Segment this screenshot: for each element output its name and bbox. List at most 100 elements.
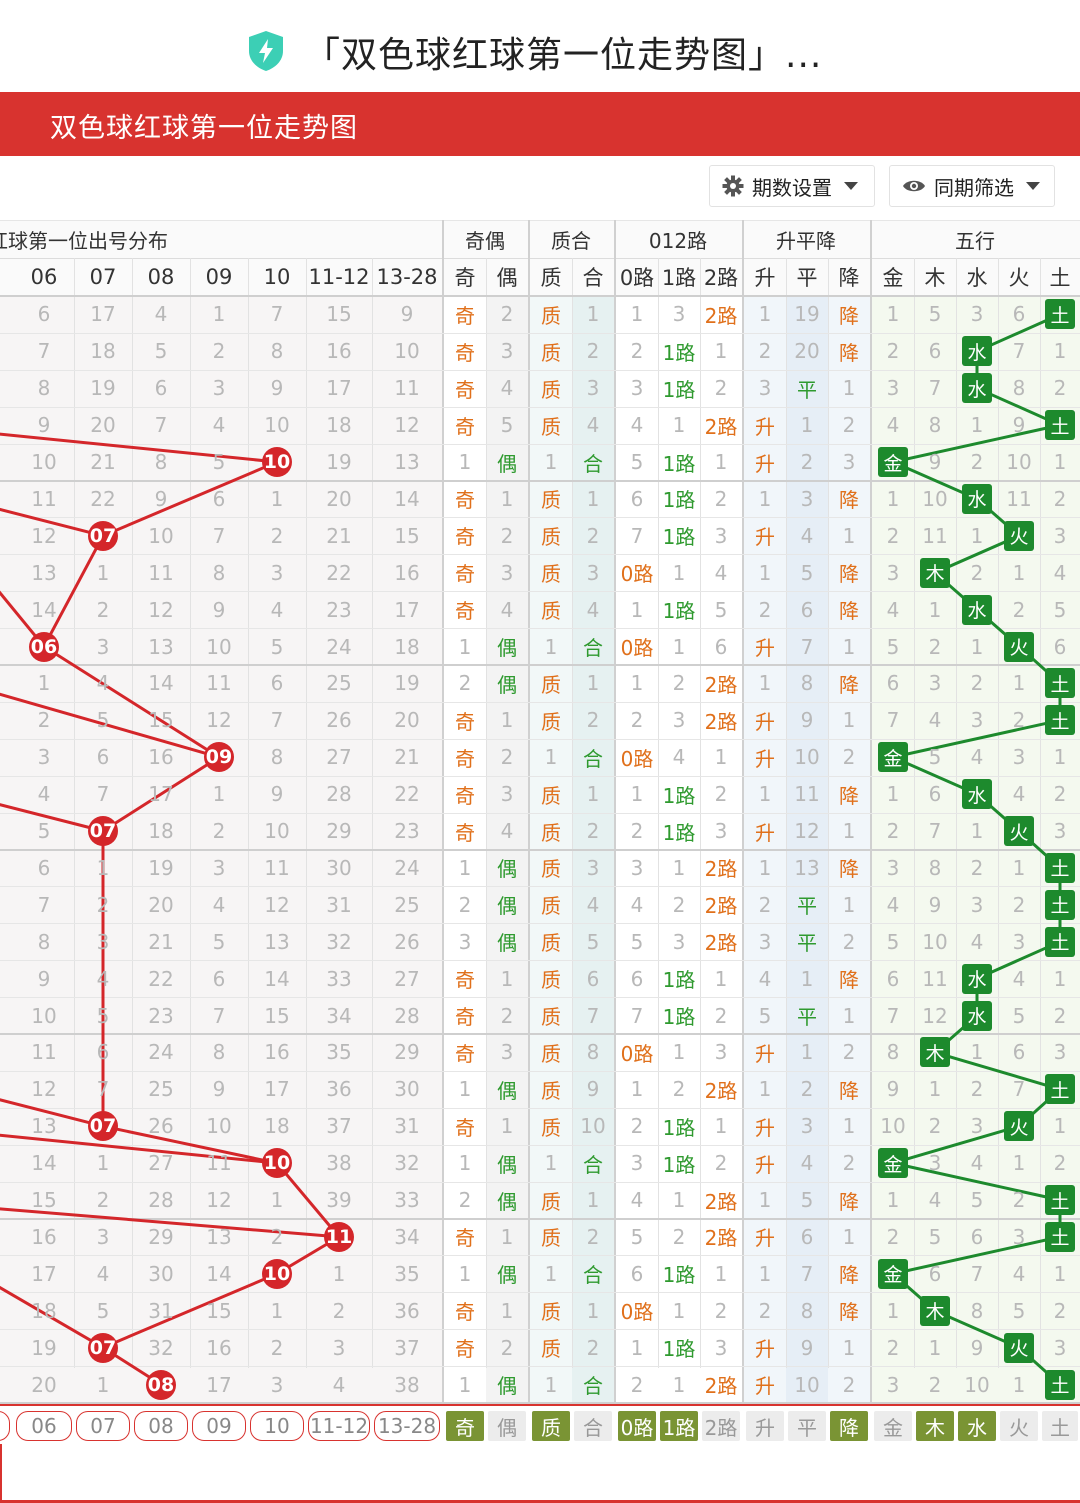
road-cell: 1 [672,1372,686,1397]
parity-cell: 1 [500,1298,514,1323]
element-miss: 3 [1053,819,1067,844]
summary-cell-clipped[interactable] [0,1411,10,1441]
summary-cell[interactable]: 升 [746,1411,784,1441]
trend-cell: 2 [758,339,772,364]
element-hit-box: 木 [920,557,950,588]
road-cell: 1 [630,597,644,622]
miss-count: 4 [332,1372,346,1397]
parity-cell: 奇 [455,1226,475,1251]
road-cell: 6 [714,634,728,659]
element-hit-box: 土 [1045,889,1075,920]
summary-cell[interactable]: 火 [1000,1411,1038,1441]
trend-cell: 7 [800,634,814,659]
road-cell: 2路 [704,1078,738,1103]
row-divider [0,923,1080,925]
miss-count: 18 [90,339,116,364]
parity-cell: 奇 [455,1005,475,1030]
summary-cell[interactable]: 奇 [446,1411,484,1441]
miss-count: 6 [212,966,226,991]
summary-cell[interactable]: 06 [16,1411,72,1441]
trend-cell: 平 [797,377,817,402]
road-cell: 1 [672,1040,686,1065]
element-miss: 2 [928,1114,942,1139]
miss-count: 15 [148,708,174,733]
miss-count: 4 [212,892,226,917]
summary-cell[interactable]: 偶 [488,1411,526,1441]
element-miss: 1 [1053,966,1067,991]
summary-cell[interactable]: 0路 [618,1411,656,1441]
miss-count: 33 [326,966,352,991]
miss-count: 8 [37,376,51,401]
element-miss: 6 [928,782,942,807]
summary-cell[interactable]: 水 [958,1411,996,1441]
element-hit-box: 水 [962,779,992,810]
miss-count: 2 [270,523,284,548]
miss-count: 3 [270,560,284,585]
summary-cell[interactable]: 1路 [660,1411,698,1441]
trend-cell: 5 [800,560,814,585]
element-miss: 4 [886,892,900,917]
miss-count: 33 [394,1188,420,1213]
element-miss: 2 [970,560,984,585]
summary-cell[interactable]: 土 [1042,1411,1078,1441]
summary-cell[interactable]: 10 [250,1411,304,1441]
prime-cell: 质 [541,1115,561,1140]
parity-cell: 奇 [455,377,475,402]
miss-count: 37 [326,1114,352,1139]
element-miss: 1 [970,1040,984,1065]
column-header: 06 [30,265,58,289]
prime-cell: 质 [541,783,561,808]
same-period-filter-button[interactable]: 同期筛选 [889,165,1055,207]
element-miss: 1 [886,1188,900,1213]
header-dist: 红球第一位出号分布 [0,228,168,253]
miss-count: 1 [96,560,110,585]
element-miss: 4 [1012,1261,1026,1286]
summary-cell[interactable]: 08 [134,1411,188,1441]
summary-cell[interactable]: 2路 [702,1411,740,1441]
element-miss: 3 [886,560,900,585]
element-miss: 4 [886,597,900,622]
row-divider [0,295,1080,297]
trend-cell: 1 [800,413,814,438]
summary-cell[interactable]: 11-12 [308,1411,370,1441]
miss-count: 5 [212,450,226,475]
miss-count: 13 [394,450,420,475]
summary-cell[interactable]: 木 [916,1411,954,1441]
summary-cell[interactable]: 质 [532,1411,570,1441]
prime-cell: 1 [586,671,600,696]
window-title-bar: 「双色球红球第一位走势图」... [0,0,1080,92]
row-divider [0,1070,1080,1072]
miss-count: 3 [332,1335,346,1360]
miss-count: 13 [148,634,174,659]
miss-count: 12 [31,523,57,548]
miss-count: 9 [270,782,284,807]
miss-count: 32 [326,929,352,954]
parity-cell: 奇 [455,783,475,808]
element-hit-box: 火 [1004,816,1034,846]
summary-cell[interactable]: 降 [830,1411,868,1441]
trend-cell: 1 [758,1188,772,1213]
red-ball: 08 [146,1369,176,1400]
road-cell: 2路 [704,414,738,439]
summary-cell[interactable]: 合 [574,1411,612,1441]
summary-cell[interactable]: 金 [874,1411,912,1441]
element-hit-box: 水 [962,963,992,994]
road-cell: 2 [714,1298,728,1323]
parity-cell: 2 [500,523,514,548]
parity-cell: 奇 [455,746,475,771]
summary-cell[interactable]: 09 [192,1411,246,1441]
summary-cell[interactable]: 平 [788,1411,826,1441]
summary-cell[interactable]: 13-28 [374,1411,440,1441]
summary-cell[interactable]: 07 [76,1411,130,1441]
miss-count: 34 [326,1003,352,1028]
element-miss: 3 [1012,1224,1026,1249]
element-miss: 8 [928,413,942,438]
road-cell: 2路 [704,303,738,328]
parity-cell: 4 [500,376,514,401]
miss-count: 13 [31,560,57,585]
trend-cell: 2 [758,597,772,622]
row-divider [0,1366,1080,1368]
period-setting-button[interactable]: 期数设置 [709,165,875,207]
prime-cell: 9 [586,1077,600,1102]
prime-cell: 合 [583,636,603,661]
